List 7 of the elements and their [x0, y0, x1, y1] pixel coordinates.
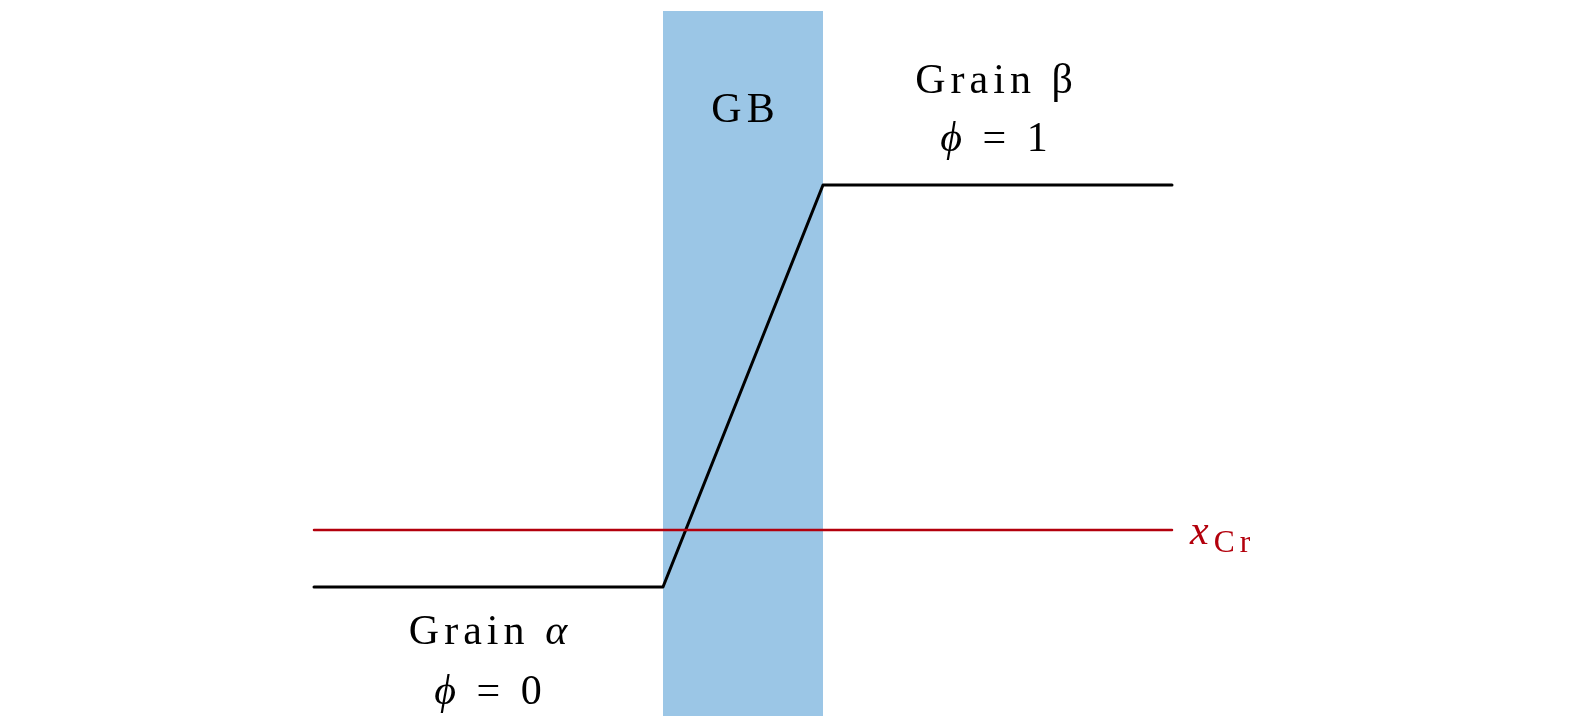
phase-field-value: ϕ = 0	[433, 669, 547, 711]
grain-boundary-band	[663, 11, 823, 716]
concentration-label: x$_{Cr}$	[1188, 509, 1256, 551]
band-label: GB	[710, 87, 780, 129]
grain-label: Grain α	[407, 609, 573, 651]
grain-label: Grain β	[914, 58, 1078, 100]
phase-field-value: ϕ = 1	[939, 116, 1053, 158]
